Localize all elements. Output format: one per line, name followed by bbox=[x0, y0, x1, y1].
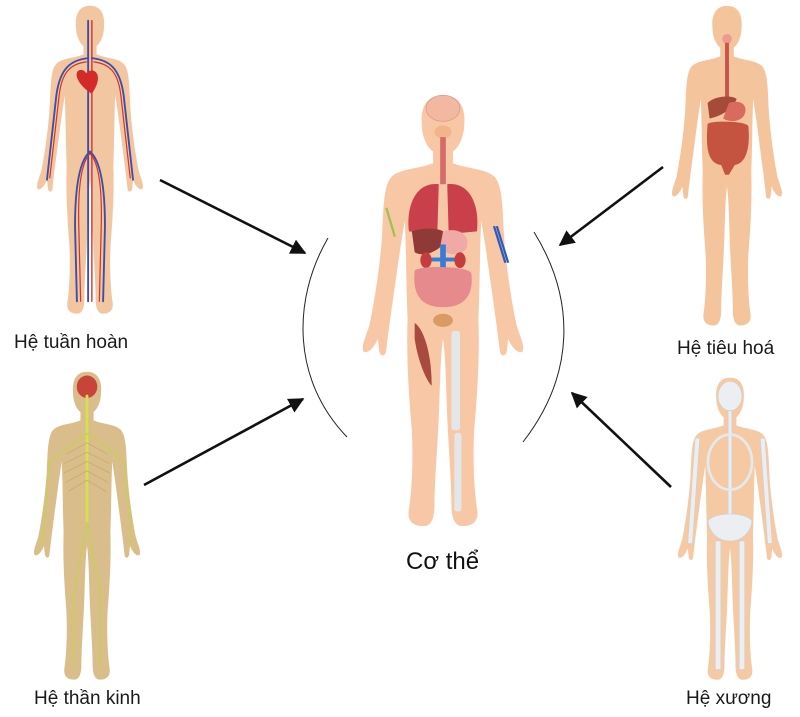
kidney-icon bbox=[454, 252, 466, 268]
circulatory-system-figure bbox=[28, 2, 152, 320]
right-bracket bbox=[522, 231, 565, 443]
arrow-skeletal bbox=[570, 391, 672, 488]
digestive-icon bbox=[665, 2, 789, 332]
body-organs-icon bbox=[358, 94, 528, 535]
brain-icon bbox=[76, 375, 98, 398]
label-nervous: Hệ thần kinh bbox=[34, 688, 141, 709]
skeletal-system-figure bbox=[668, 374, 792, 686]
femur-bone-icon bbox=[451, 330, 460, 431]
stomach-icon bbox=[440, 230, 468, 255]
tibia-bone-icon bbox=[454, 432, 462, 512]
label-circulatory: Hệ tuần hoàn bbox=[14, 332, 129, 353]
lungs-icon bbox=[408, 184, 478, 234]
kidney-icon bbox=[420, 252, 432, 268]
vein-icon bbox=[492, 225, 510, 264]
muscle-icon bbox=[414, 322, 432, 386]
arrow-circulatory bbox=[159, 178, 307, 255]
liver-icon bbox=[707, 96, 737, 119]
label-digestive: Hệ tiêu hoá bbox=[677, 338, 775, 359]
circulatory-icon bbox=[28, 2, 152, 320]
stomach-icon bbox=[723, 101, 746, 122]
nervous-icon bbox=[25, 368, 149, 686]
arrow-digestive bbox=[558, 165, 664, 247]
heart-icon bbox=[76, 69, 98, 94]
bladder-icon bbox=[433, 313, 453, 327]
label-center-body: Cơ thể bbox=[406, 548, 480, 575]
arrow-nervous bbox=[143, 397, 305, 487]
brain-icon bbox=[425, 94, 461, 122]
liver-icon bbox=[411, 228, 449, 255]
digestive-system-figure bbox=[665, 2, 789, 332]
label-skeletal: Hệ xương bbox=[686, 688, 772, 709]
intestines-icon bbox=[706, 121, 749, 175]
intestines-icon bbox=[414, 266, 472, 308]
skeletal-icon bbox=[668, 374, 792, 686]
center-body-figure bbox=[358, 90, 528, 535]
skull-icon bbox=[717, 381, 743, 411]
nervous-system-figure bbox=[25, 368, 149, 686]
nerve-icon bbox=[385, 207, 396, 237]
left-bracket bbox=[302, 237, 348, 438]
